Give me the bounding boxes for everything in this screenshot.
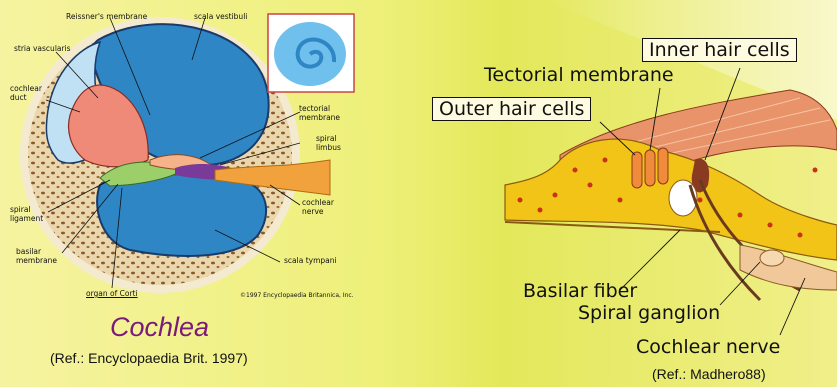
label-inner-hair-cells: Inner hair cells (642, 38, 797, 62)
spiral-ganglion-shape (760, 250, 784, 266)
label-cochlear-duct: cochlear duct (10, 84, 42, 102)
label-scala-vestibuli: scala vestibuli (194, 12, 247, 21)
label-spiral-ligament: spiral ligament (10, 205, 43, 223)
cochlea-title: Cochlea (110, 312, 209, 343)
label-stria-vascularis: stria vascularis (14, 44, 71, 53)
label-tectorial-membrane-right: Tectorial membrane (484, 64, 674, 86)
label-tectorial-membrane-left: tectorial membrane (299, 104, 340, 122)
label-scala-tympani: scala tympani (284, 256, 337, 265)
copyright-text: ©1997 Encyclopaedia Britannica, Inc. (240, 291, 354, 300)
right-reference: (Ref.: Madhero88) (652, 366, 766, 382)
label-organ-of-corti: organ of Corti (86, 289, 138, 298)
outer-hair-cells-shape (632, 148, 668, 188)
label-spiral-limbus: spiral limbus (316, 134, 341, 152)
label-outer-hair-cells: Outer hair cells (432, 97, 591, 121)
left-reference: (Ref.: Encyclopaedia Brit. 1997) (50, 350, 248, 366)
label-reissners-membrane: Reissner's membrane (66, 12, 147, 21)
label-cochlear-nerve-right: Cochlear nerve (636, 336, 780, 358)
label-cochlear-nerve-left: cochlear nerve (302, 198, 334, 216)
label-spiral-ganglion: Spiral ganglion (578, 302, 720, 324)
scala-tympani-shape (97, 174, 266, 256)
label-basilar-fiber: Basilar fiber (523, 280, 637, 302)
cochlea-cross-section (20, 14, 354, 293)
label-basilar-membrane: basilar membrane (16, 247, 57, 265)
